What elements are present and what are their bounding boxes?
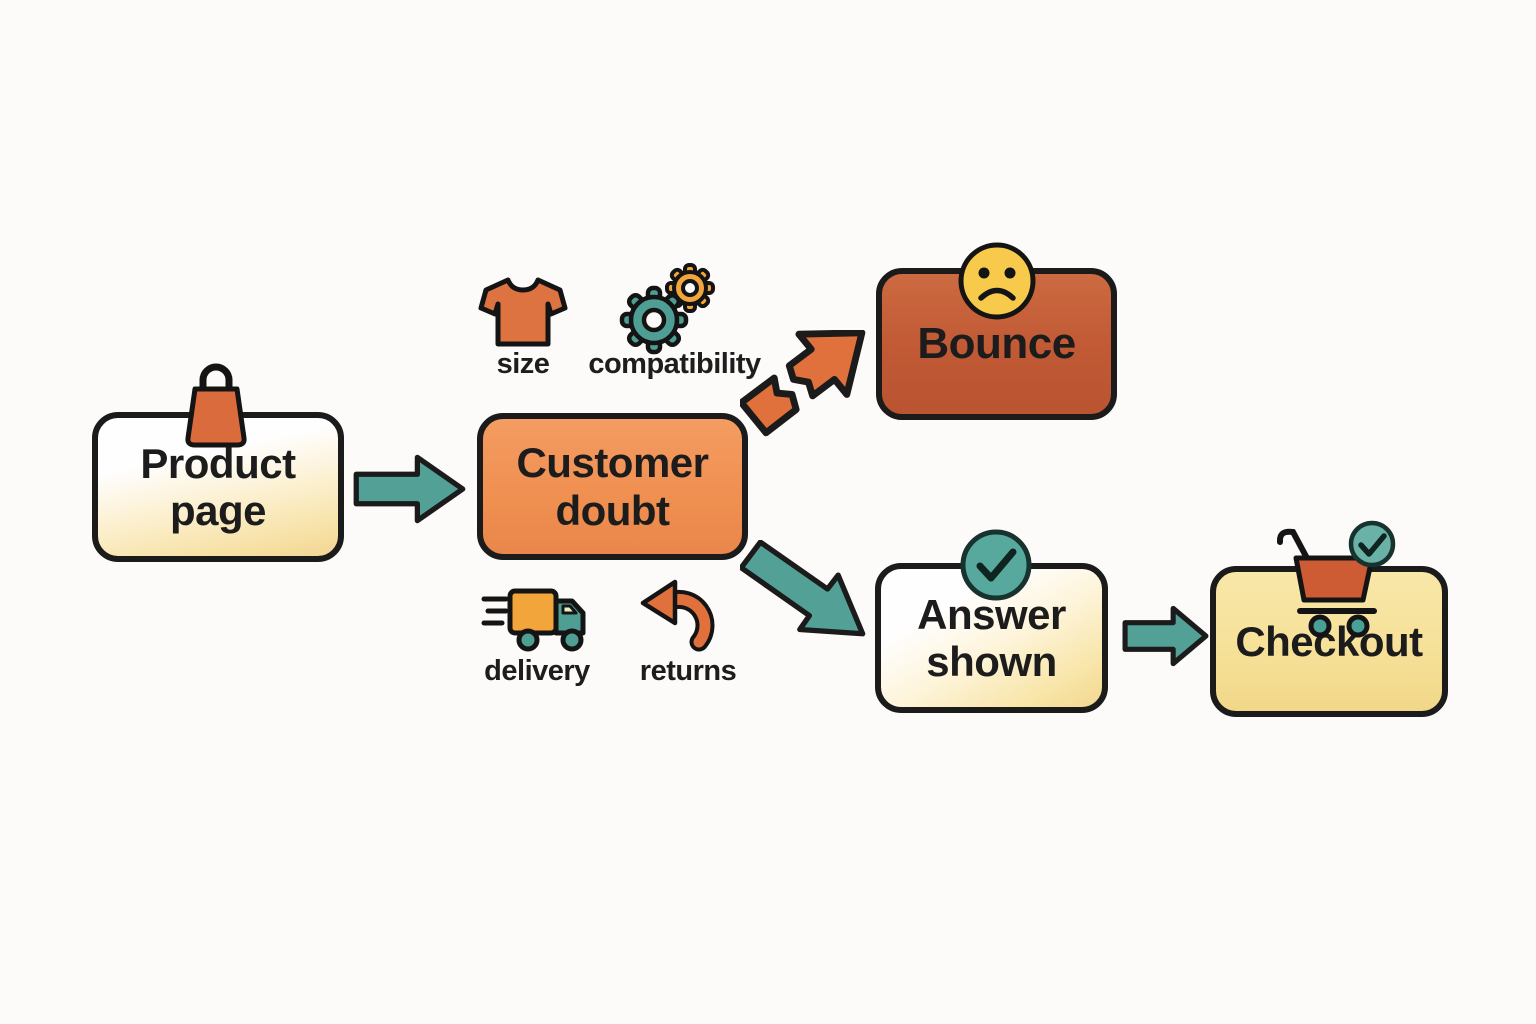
node-customer-doubt: Customer doubt (477, 413, 748, 560)
shopping-bag-icon (185, 363, 247, 448)
node-customer-doubt-label: Customer doubt (516, 439, 709, 534)
returns-label: returns (639, 655, 737, 687)
cart-check-icon (1276, 520, 1396, 638)
size-label: size (496, 348, 550, 380)
compatibility-label: compatibility (588, 348, 761, 380)
node-product-page-label: Product page (140, 439, 296, 534)
delivery-label: delivery (484, 655, 590, 687)
return-arrow-icon (640, 579, 715, 652)
check-circle-icon (960, 529, 1032, 601)
sad-face-icon (958, 242, 1036, 320)
arrow-right-icon (353, 454, 466, 524)
node-answer-shown-label: Answer shown (917, 590, 1066, 685)
node-bounce-label: Bounce (917, 319, 1076, 369)
arrow-diagonal-icon (740, 540, 866, 637)
broken-arrow-icon (740, 330, 866, 437)
arrow-right-small-icon (1122, 605, 1209, 667)
gears-icon (619, 263, 715, 355)
truck-icon (481, 588, 586, 652)
tshirt-icon (478, 277, 568, 347)
